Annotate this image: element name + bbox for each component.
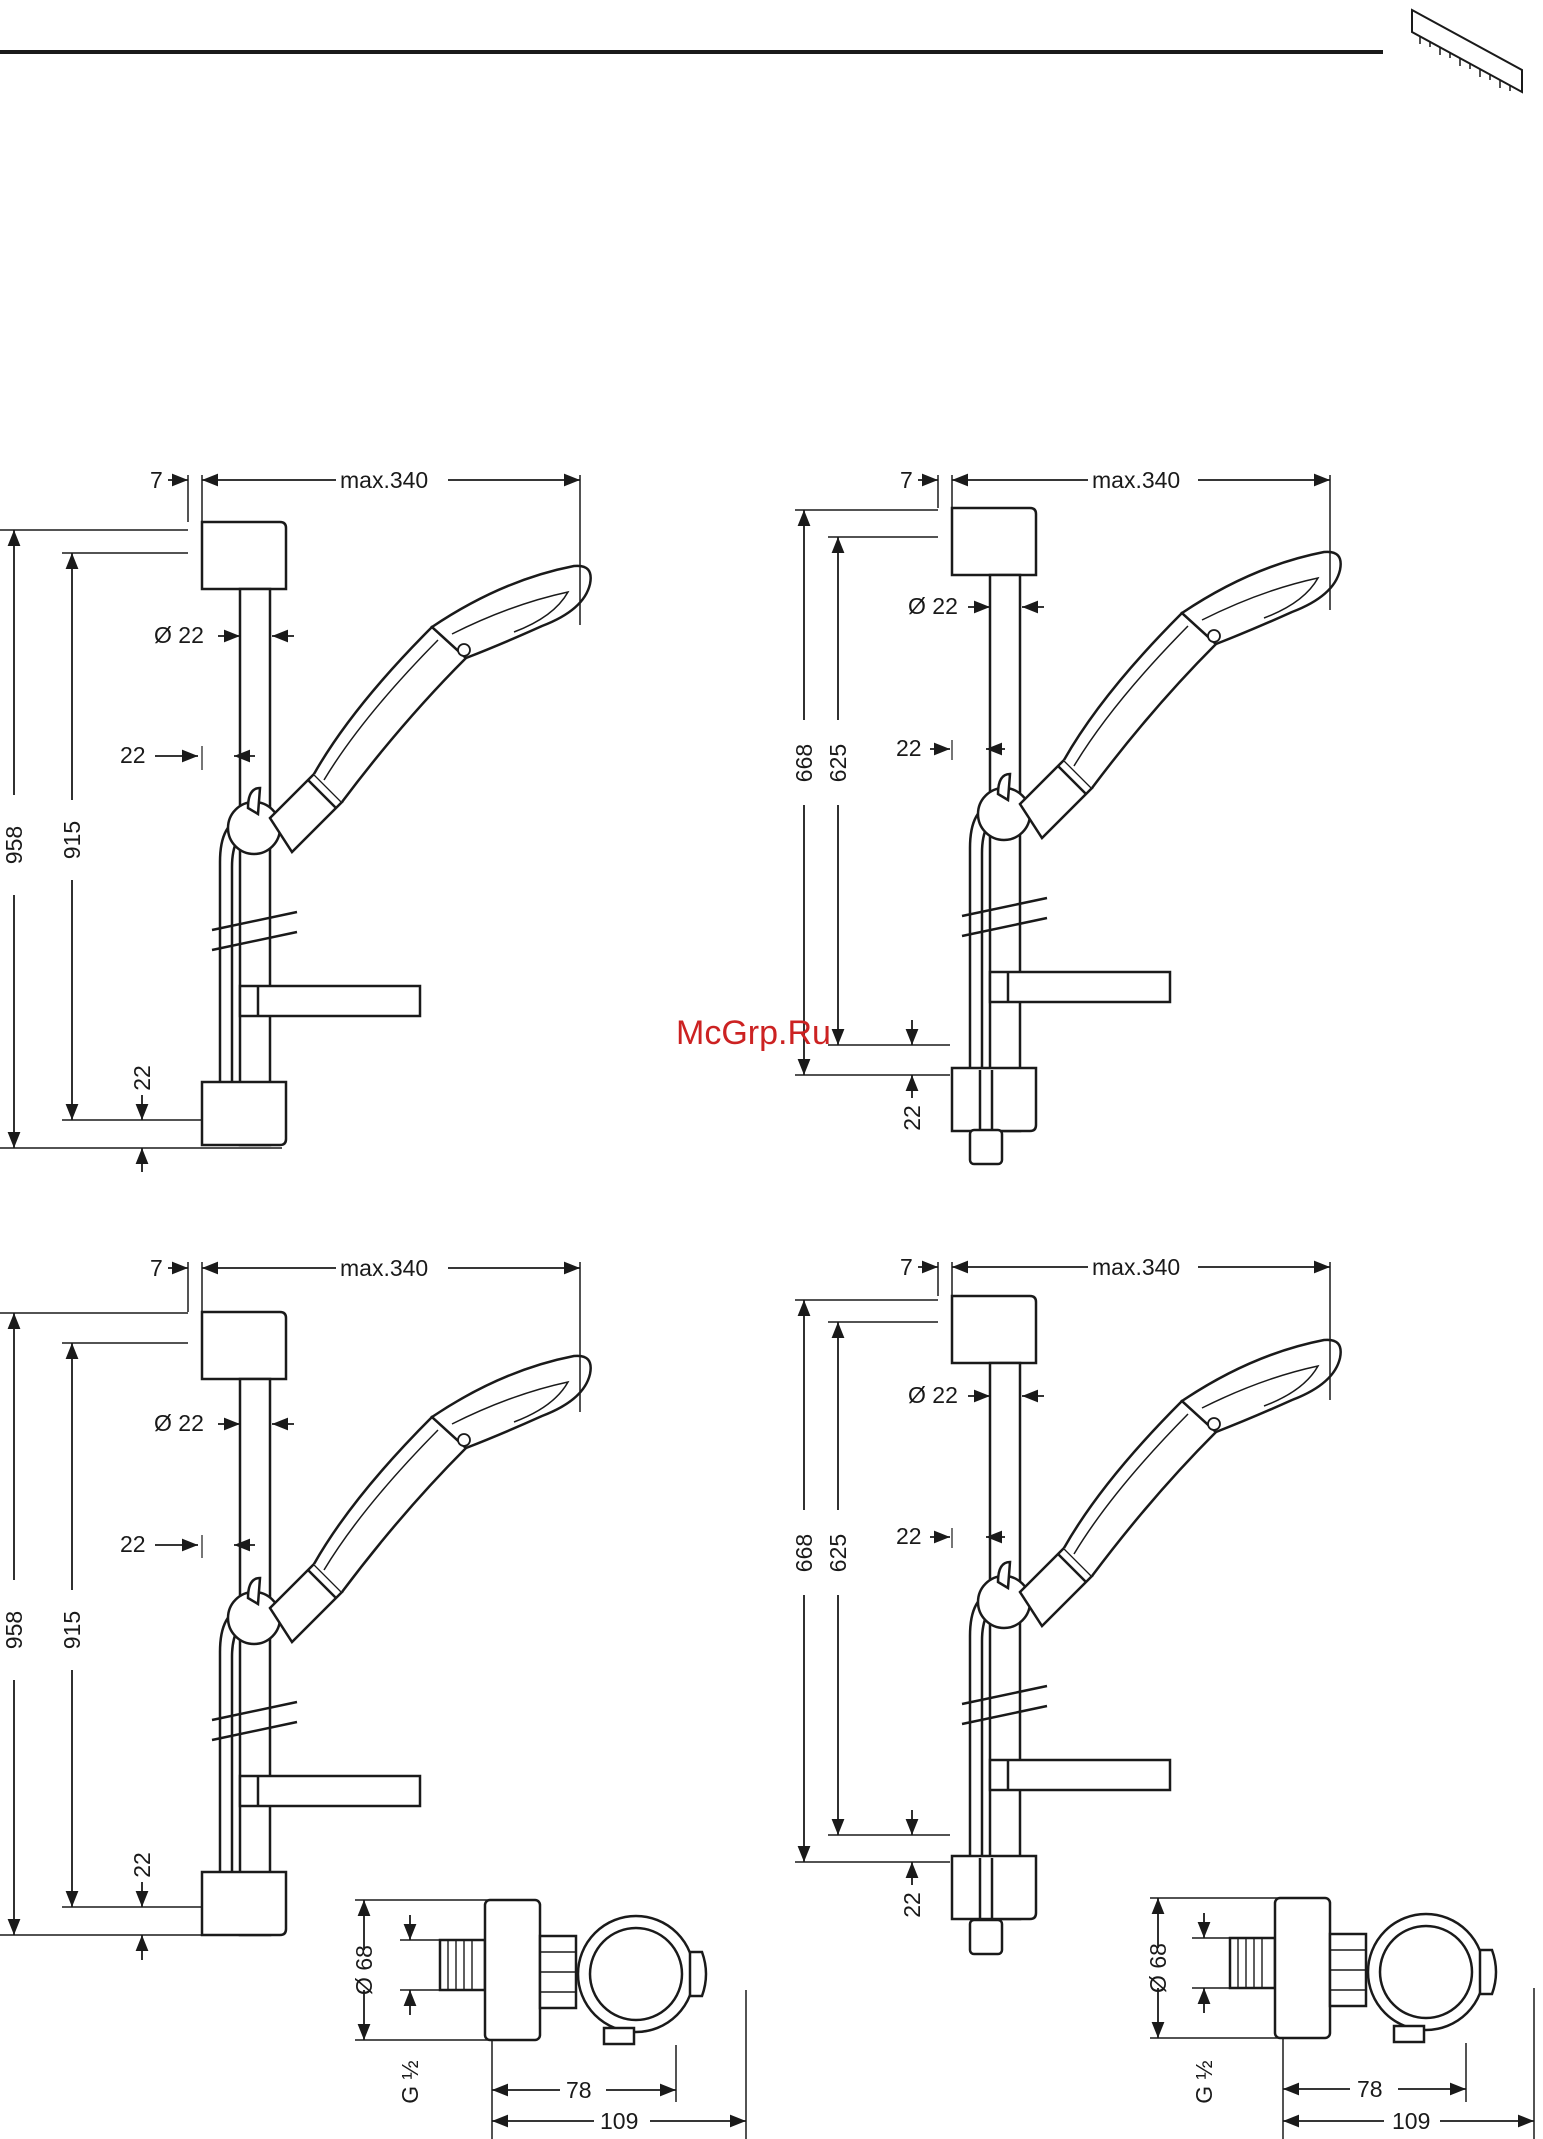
hose-offset-label: 22 <box>120 1531 146 1557</box>
bar-height-label: 915 <box>59 821 85 859</box>
watermark-text: McGrp.Ru <box>676 1014 831 1052</box>
wall-outlet-drawing <box>440 1900 706 2044</box>
offset-7-label: 7 <box>900 1254 913 1280</box>
panel-bottom-right: 7 max.340 Ø 22 22 668 625 22 <box>791 1254 1341 1954</box>
total-height-label: 958 <box>1 1611 27 1649</box>
bar-diameter-label: Ø 22 <box>908 1382 958 1408</box>
total-height-label: 958 <box>1 826 27 864</box>
bottom-offset-label: 22 <box>899 1892 925 1918</box>
shower-rail-set-drawing <box>202 1312 591 1935</box>
connector-right: Ø 68 G ½ 78 109 <box>1145 1898 1534 2139</box>
offset-7-label: 7 <box>150 467 163 493</box>
bar-height-label: 625 <box>825 744 851 782</box>
panel-top-left: 7 max.340 Ø 22 22 958 915 22 <box>0 467 591 1172</box>
bar-height-label: 625 <box>825 1534 851 1572</box>
hose-offset-label: 22 <box>896 1523 922 1549</box>
outlet-diameter-label: Ø 68 <box>1145 1943 1171 1993</box>
depth-78-label: 78 <box>1357 2076 1383 2102</box>
bar-diameter-label: Ø 22 <box>908 593 958 619</box>
ruler-corner-icon <box>1412 10 1522 92</box>
total-height-label: 668 <box>791 744 817 782</box>
bar-diameter-label: Ø 22 <box>154 622 204 648</box>
panel-bottom-left: 7 max.340 Ø 22 22 958 915 22 <box>0 1255 591 1960</box>
bottom-offset-label: 22 <box>129 1852 155 1878</box>
reach-label: max.340 <box>340 467 428 493</box>
reach-label: max.340 <box>1092 1254 1180 1280</box>
offset-7-label: 7 <box>150 1255 163 1281</box>
bar-diameter-label: Ø 22 <box>154 1410 204 1436</box>
shower-rail-set-drawing <box>952 508 1341 1131</box>
outlet-diameter-label: Ø 68 <box>351 1945 377 1995</box>
depth-109-label: 109 <box>600 2108 638 2134</box>
reach-label: max.340 <box>340 1255 428 1281</box>
bar-height-label: 915 <box>59 1611 85 1649</box>
wall-outlet-drawing <box>1230 1898 1496 2042</box>
bottom-offset-label: 22 <box>899 1105 925 1131</box>
total-height-label: 668 <box>791 1534 817 1572</box>
depth-78-label: 78 <box>566 2077 592 2103</box>
bottom-offset-label: 22 <box>129 1065 155 1091</box>
offset-7-label: 7 <box>900 467 913 493</box>
reach-label: max.340 <box>1092 467 1180 493</box>
hose-offset-label: 22 <box>896 735 922 761</box>
hose-offset-label: 22 <box>120 742 146 768</box>
panel-top-right: 7 max.340 Ø 22 22 668 625 22 <box>791 467 1341 1164</box>
thread-size-label: G ½ <box>397 2060 423 2103</box>
shower-rail-set-drawing <box>952 1296 1341 1919</box>
connector-left: Ø 68 G ½ 78 109 <box>351 1900 746 2139</box>
thread-size-label: G ½ <box>1191 2060 1217 2103</box>
depth-109-label: 109 <box>1392 2108 1430 2134</box>
shower-rail-set-drawing <box>202 522 591 1145</box>
